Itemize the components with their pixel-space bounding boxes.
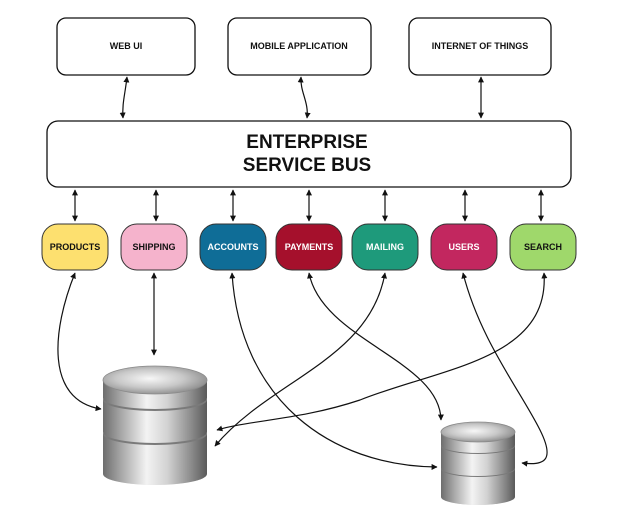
client-mobile-application-label: MOBILE APPLICATION <box>250 41 348 51</box>
arrow-search-db-large <box>216 272 548 432</box>
bus-service-arrows <box>72 189 544 222</box>
client-internet-of-things: INTERNET OF THINGS <box>408 17 552 76</box>
client-web-ui-label: WEB UI <box>110 41 143 51</box>
arrow-mobile-bus <box>297 76 311 119</box>
service-search-label: SEARCH <box>524 242 562 252</box>
client-mobile-application: MOBILE APPLICATION <box>227 17 372 76</box>
enterprise-service-bus: ENTERPRISE SERVICE BUS <box>46 120 572 188</box>
service-search-shape <box>509 223 577 271</box>
service-shipping-label: SHIPPING <box>132 242 175 252</box>
service-accounts-shape <box>199 223 267 271</box>
service-products-shape <box>41 223 109 271</box>
service-accounts: ACCOUNTS <box>199 223 267 271</box>
service-users: USERS <box>430 223 498 271</box>
database-small-icon <box>440 421 516 505</box>
arrow-products-db-large <box>57 272 102 412</box>
service-search: SEARCH <box>509 223 577 271</box>
esb-title-line1: ENTERPRISE <box>246 132 367 153</box>
service-database-connectors <box>57 272 548 470</box>
esb-title-line2: SERVICE BUS <box>243 155 371 176</box>
service-shipping-shape <box>120 223 188 271</box>
service-products-label: PRODUCTS <box>50 242 101 252</box>
client-web-ui: WEB UI <box>56 17 196 76</box>
service-products: PRODUCTS <box>41 223 109 271</box>
service-payments-shape <box>275 223 343 271</box>
arrow-accounts-db-small <box>229 272 438 470</box>
service-payments: PAYMENTS <box>275 223 343 271</box>
service-accounts-label: ACCOUNTS <box>208 242 259 252</box>
service-users-shape <box>430 223 498 271</box>
service-mailing-shape <box>351 223 419 271</box>
arrow-payments-db-small <box>307 272 444 421</box>
client-internet-of-things-label: INTERNET OF THINGS <box>432 41 529 51</box>
service-mailing: MAILING <box>351 223 419 271</box>
service-mailing-label: MAILING <box>366 242 404 252</box>
service-shipping: SHIPPING <box>120 223 188 271</box>
arrow-web-ui-bus <box>119 76 130 119</box>
service-users-label: USERS <box>448 242 479 252</box>
database-large-icon <box>102 365 208 485</box>
service-payments-label: PAYMENTS <box>285 242 334 252</box>
